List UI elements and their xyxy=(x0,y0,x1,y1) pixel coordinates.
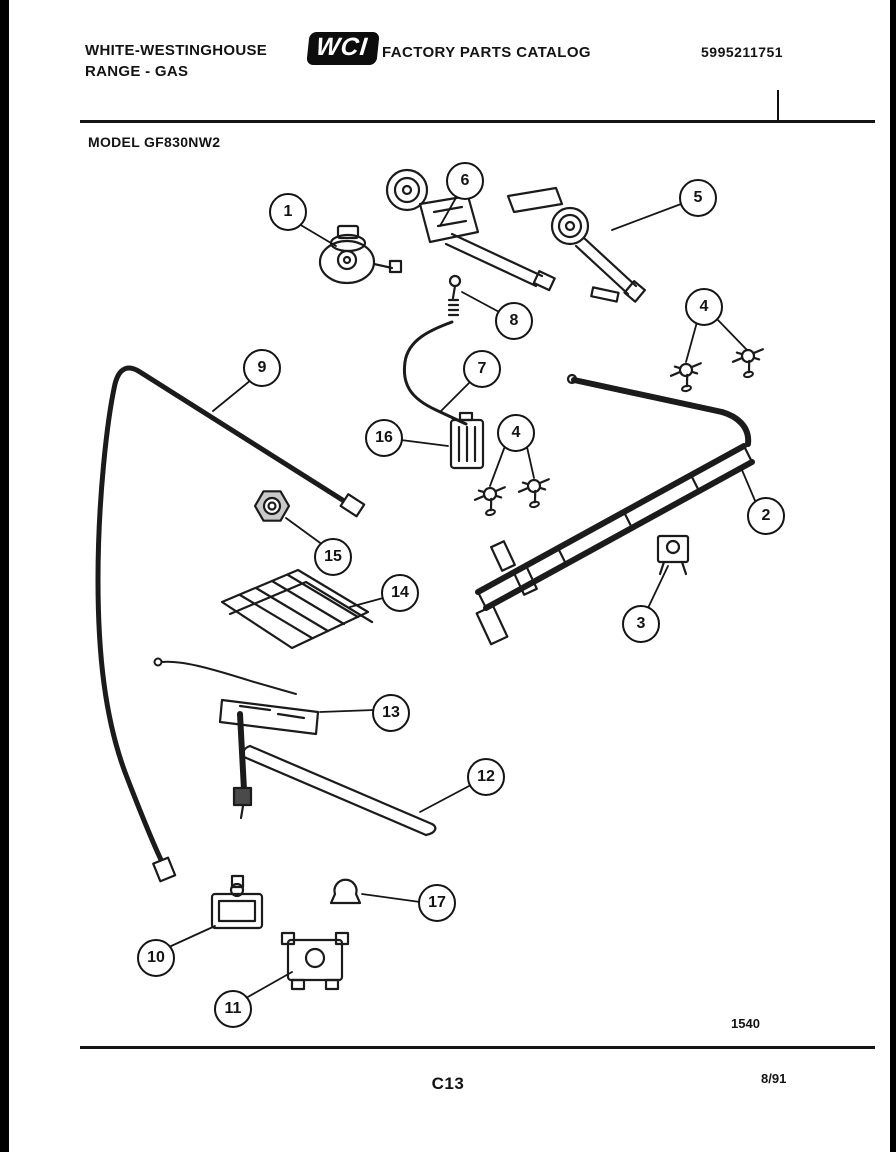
callout-part-11: 11 xyxy=(214,990,252,1028)
catalog-number: 5995211751 xyxy=(701,44,784,60)
model-label: MODEL GF830NW2 xyxy=(88,134,221,150)
callout-part-16: 16 xyxy=(365,419,403,457)
callout-part-7: 7 xyxy=(463,350,501,388)
part-burner-assembly-left xyxy=(385,168,556,292)
brand-line2: RANGE - GAS xyxy=(85,63,189,80)
brand-line1: WHITE-WESTINGHOUSE xyxy=(85,42,268,59)
callout-part-1: 1 xyxy=(269,193,307,231)
scan-border-left xyxy=(0,0,9,1152)
part-ignitor-pipe xyxy=(402,320,468,426)
part-orifice-fitting xyxy=(447,274,462,317)
part-ignitor-wire xyxy=(153,657,297,695)
part-switch xyxy=(656,534,690,576)
date-code: 8/91 xyxy=(761,1071,787,1086)
callout-part-6: 6 xyxy=(446,162,484,200)
page-number: C13 xyxy=(431,1074,465,1093)
part-valve-top-a xyxy=(667,359,708,395)
footer-rule xyxy=(80,1046,875,1049)
part-support-bar xyxy=(242,744,437,837)
callout-part-4b: 4 xyxy=(497,414,535,452)
header-rule xyxy=(80,120,875,123)
part-spark-module xyxy=(449,411,485,470)
callout-part-4a: 4 xyxy=(685,288,723,326)
catalog-title: FACTORY PARTS CATALOG xyxy=(382,44,591,61)
callout-part-9: 9 xyxy=(243,349,281,387)
part-supply-pipe xyxy=(95,365,366,883)
part-terminal-block xyxy=(210,874,264,930)
callout-part-15: 15 xyxy=(314,538,352,576)
callout-part-17: 17 xyxy=(418,884,456,922)
part-manifold xyxy=(475,373,755,646)
figure-code: 1540 xyxy=(731,1016,760,1031)
part-clip xyxy=(329,878,362,905)
part-valve-mid-a xyxy=(471,483,512,519)
callout-part-10: 10 xyxy=(137,939,175,977)
callout-part-12: 12 xyxy=(467,758,505,796)
callout-part-5: 5 xyxy=(679,179,717,217)
part-heat-shield xyxy=(220,568,374,650)
callout-part-13: 13 xyxy=(372,694,410,732)
part-valve-mid-b xyxy=(515,475,556,511)
part-hex-nut xyxy=(253,490,291,522)
callout-part-14: 14 xyxy=(381,574,419,612)
header-tick-mark xyxy=(777,90,779,122)
callout-part-2: 2 xyxy=(747,497,785,535)
brand-title: WHITE-WESTINGHOUSE RANGE - GAS xyxy=(85,40,267,82)
scan-border-right xyxy=(890,0,896,1152)
part-down-tube xyxy=(232,711,253,820)
part-valve-top-b xyxy=(729,345,770,381)
callout-part-8: 8 xyxy=(495,302,533,340)
part-bracket-13 xyxy=(218,698,320,736)
leader-lines xyxy=(168,195,757,999)
part-burner-assembly-right xyxy=(506,186,646,303)
part-bracket-11 xyxy=(280,931,350,991)
callout-part-3: 3 xyxy=(622,605,660,643)
part-pressure-regulator xyxy=(318,224,403,285)
